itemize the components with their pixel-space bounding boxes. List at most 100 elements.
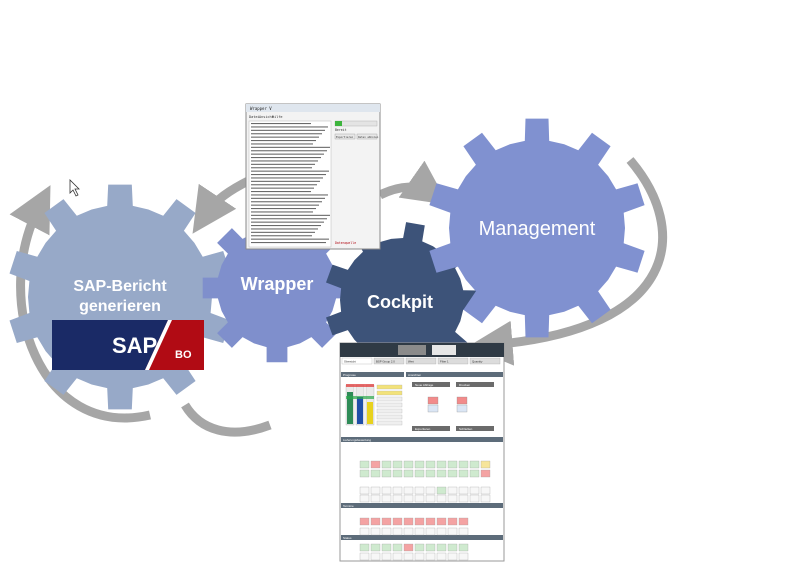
wrapper-footer: Datenquelle [335,241,356,245]
log-line [251,160,318,162]
cycle-arrow-sap [9,185,151,423]
cockpit-grid-cell [403,552,414,561]
cockpit-grid-cell [359,543,370,552]
gear-wrapper-body [202,213,352,363]
cockpit-grid-cell [458,517,469,526]
cockpit-grid-cell [370,552,381,561]
cockpit-grid-cell [480,486,491,495]
log-line [251,191,311,193]
cockpit-section-title: Prognose [343,373,356,377]
cockpit-grid-cell [414,517,425,526]
cockpit-grid-cell [436,460,447,469]
log-line [251,174,326,176]
log-line [251,184,317,186]
cockpit-grid-cell [425,494,436,503]
wrapper-menu-hilfe[interactable]: Hilfe [272,115,283,119]
cockpit-button-label: Schließen [459,427,473,431]
log-line [251,204,319,206]
wrapper-menu-ansicht[interactable]: Ansicht [259,115,274,119]
cockpit-grid-cell [436,527,447,536]
log-line [251,129,325,131]
cockpit-tab[interactable] [373,357,405,365]
wrapper-status: Bereit [335,128,347,132]
cockpit-button[interactable] [412,426,450,431]
cockpit-grid-cell [436,469,447,478]
log-line [251,238,329,240]
cockpit-grid-cell [425,469,436,478]
cockpit-button[interactable] [456,382,494,387]
wrapper-menu-datei[interactable]: Datei [249,115,260,119]
sap-logo-text: SAP [112,333,157,358]
cockpit-button[interactable] [412,382,450,387]
cockpit-tab-label: Wert [408,360,414,364]
log-line [251,123,311,125]
gear-management [429,118,645,338]
cockpit-grid-cell [370,486,381,495]
log-line [251,143,313,145]
cockpit-grid-cell [381,469,392,478]
log-line [251,187,314,189]
wrapper-log-area [248,120,332,248]
cockpit-section-header [341,437,503,442]
log-line [251,146,330,148]
cockpit-tab[interactable] [437,357,469,365]
cockpit-tab[interactable] [469,357,501,365]
cockpit-stock-chart [345,384,468,426]
cockpit-tab[interactable] [405,357,437,365]
cockpit-grid-cell [359,517,370,526]
cockpit-grid-cell [425,527,436,536]
wrapper-export-button[interactable] [334,133,356,140]
log-line [251,218,327,220]
cockpit-button-label: Neue Abfrage [415,383,434,387]
cockpit-grid-cell [447,486,458,495]
wrapper-window-menu: Datei Ansicht Hilfe [249,115,283,119]
wrapper-window: Wrapper V Datei Ansicht Hilfe Bereit Exp… [245,103,381,250]
log-line [251,126,328,128]
cycle-arrow-cockpit-to-management [377,160,449,205]
cockpit-grid-cell [359,552,370,561]
cockpit-section-header [341,535,503,540]
cockpit-grid-cell [403,460,414,469]
log-line [251,201,322,203]
cockpit-grid-cell [414,527,425,536]
cockpit-grid-cell [414,469,425,478]
cockpit-grid-cell [458,527,469,536]
cockpit-grid-cell [414,486,425,495]
cycle-arrow-management [467,157,668,366]
cockpit-grid-cell [436,494,447,503]
cockpit-section-title: Ansichten [408,373,422,377]
label-wrapper: Wrapper [241,274,314,294]
wrapper-fetch-button[interactable] [356,133,378,140]
cockpit-grid-cell [447,469,458,478]
cockpit-grid-cell [436,517,447,526]
cockpit-grid-cell [403,469,414,478]
log-line [251,197,325,199]
cycle-arrow-wrapper-to-sap [192,175,253,234]
cockpit-tab[interactable] [341,357,373,365]
cockpit-grid-cell [370,460,381,469]
cockpit-grid-cell [381,527,392,536]
gear-wrapper [202,213,352,363]
cockpit-value-grid [359,460,491,561]
cockpit-section-title: Termine [343,504,354,508]
cockpit-grid-cell [447,552,458,561]
cockpit-grid-cell [359,486,370,495]
cockpit-grid-cell [458,552,469,561]
cockpit-section-header [406,372,503,377]
wrapper-export-label: Exportieren [336,135,354,139]
cockpit-grid-cell [403,494,414,503]
log-line [251,150,327,152]
cockpit-button[interactable] [456,426,494,431]
cockpit-grid-cell [447,527,458,536]
cockpit-grid-cell [425,552,436,561]
bo-logo-text: BO [175,349,192,361]
log-line [251,208,316,210]
cockpit-grid-cell [447,543,458,552]
log-line [251,180,320,182]
cockpit-grid-cell [414,552,425,561]
cockpit-legend-item [376,396,403,402]
log-line [251,133,322,135]
cockpit-grid-cell [370,517,381,526]
